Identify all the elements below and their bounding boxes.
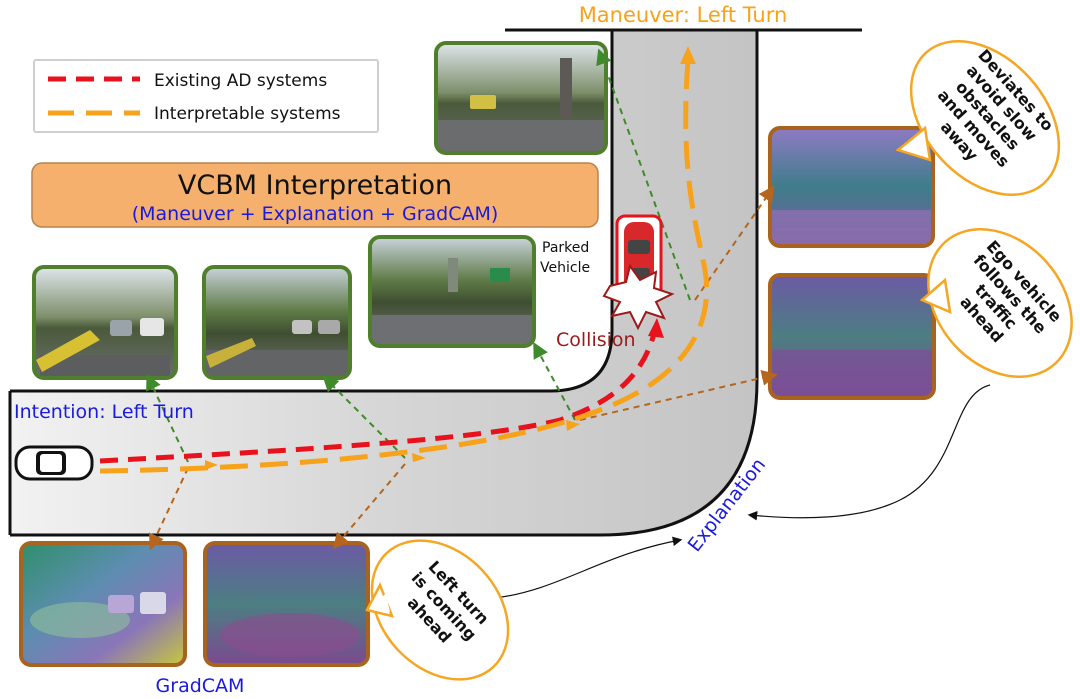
gradcam-frame-4: [768, 273, 936, 400]
legend-interpretable-label: Interpretable systems: [154, 104, 341, 124]
camera-frame-1: [32, 265, 178, 380]
ego-car-icon: [14, 445, 94, 481]
legend: Existing AD systems Interpretable system…: [33, 59, 379, 133]
title-box-subtitle: (Maneuver + Explanation + GradCAM): [132, 203, 499, 225]
collision-label: Collision: [556, 329, 636, 351]
collision-burst-icon: [602, 263, 675, 331]
explanation-connectors: [494, 384, 991, 599]
bubble-left-turn: Left turn is coming ahead: [365, 539, 510, 681]
road: [8, 28, 862, 537]
camera-frame-4: [434, 41, 608, 155]
parked-vehicle-label-line2: Vehicle: [540, 260, 590, 276]
maneuver-label: Maneuver: Left Turn: [579, 3, 788, 27]
title-box: VCBM Interpretation (Maneuver + Explanat…: [31, 162, 599, 228]
interpretable-path: [99, 46, 710, 474]
existing-path: [99, 318, 664, 464]
camera-frame-3: [368, 235, 536, 348]
camera-frame-2: [202, 265, 352, 380]
bubble-ego: Ego vehicle follows the traffic ahead: [919, 228, 1073, 378]
title-box-title: VCBM Interpretation: [178, 170, 452, 201]
bubble-deviates: Deviates to avoid slow obstacles and mov…: [895, 40, 1061, 196]
intention-label: Intention: Left Turn: [14, 401, 194, 423]
legend-existing-label: Existing AD systems: [154, 71, 327, 91]
parked-vehicle-label-line1: Parked: [542, 240, 589, 256]
gradcam-frame-2: [203, 541, 370, 667]
gradcam-frame-1: [19, 541, 187, 667]
gradcam-frame-3: [768, 126, 935, 248]
connectors: [146, 48, 778, 551]
gradcam-label: GradCAM: [156, 675, 245, 697]
